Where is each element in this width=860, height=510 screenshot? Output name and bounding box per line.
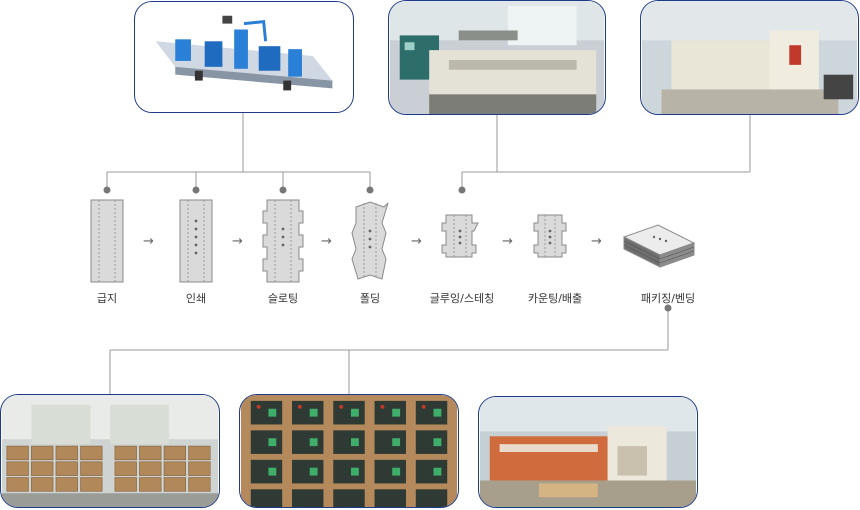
factory-line-photo [478,396,698,508]
step-label-slotting: 슬로팅 [267,292,299,305]
arrow-3: → [321,234,332,249]
step-label-gluing: 글루잉/스테칭 [429,292,495,305]
step-label-packaging: 패키징/벤딩 [640,292,696,305]
step-label-folding: 폴딩 [359,292,381,305]
machine-render-photo [134,1,354,113]
counted-box-icon [533,214,567,258]
glued-box-icon [441,214,479,258]
arrow-1: → [143,234,154,249]
arrow-6: → [591,234,602,249]
machine-illustration [135,2,353,112]
arrow-2: → [232,234,243,249]
stacked-boxes-icon [622,224,696,268]
boxed-products-photo [239,394,459,508]
gluing-machine-photo [640,0,859,115]
flat-sheet-icon [90,199,124,283]
folded-sheet-icon [351,201,389,280]
printed-sheet-icon [179,199,213,283]
step-label-counting: 카운팅/배출 [527,292,583,305]
printing-machine-photo [388,0,606,115]
slotted-sheet-icon [262,199,304,283]
arrow-4: → [411,234,422,249]
warehouse-pallets-photo [0,394,220,508]
step-label-printing: 인쇄 [185,292,207,305]
arrow-5: → [502,234,513,249]
step-label-feeding: 급지 [96,292,118,305]
